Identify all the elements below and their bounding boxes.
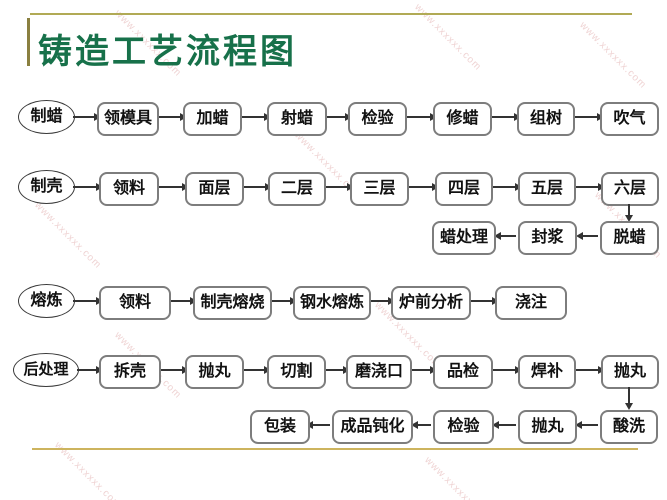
step-box: 三层	[350, 172, 409, 206]
step-box: 焊补	[518, 355, 576, 389]
arrow-right-icon	[407, 113, 437, 120]
step-box: 修蜡	[433, 102, 492, 136]
step-box: 浇注	[495, 286, 567, 320]
stage-ellipse-shell: 制壳	[18, 170, 75, 204]
arrow-right-icon	[412, 366, 437, 373]
step-box: 四层	[435, 172, 493, 206]
arrow-right-icon	[77, 366, 103, 373]
page-title: 铸造工艺流程图	[38, 34, 297, 71]
step-box: 磨浇口	[346, 355, 412, 389]
arrow-right-icon	[73, 113, 101, 120]
arrow-down-icon	[625, 387, 632, 410]
arrow-right-icon	[576, 183, 605, 190]
arrow-right-icon	[575, 113, 604, 120]
step-box: 制壳熔烧	[193, 286, 272, 320]
step-box: 封浆	[518, 221, 577, 255]
step-box: 包装	[250, 410, 310, 444]
arrow-right-icon	[171, 297, 197, 304]
step-box: 射蜡	[267, 102, 327, 136]
arrow-right-icon	[159, 113, 187, 120]
arrow-left-icon	[576, 232, 598, 239]
step-box: 钢水熔炼	[293, 286, 371, 320]
arrow-left-icon	[306, 421, 330, 428]
arrow-right-icon	[73, 183, 103, 190]
step-box: 吹气	[600, 102, 659, 136]
arrow-left-icon	[411, 421, 431, 428]
arrow-right-icon	[409, 183, 439, 190]
arrow-right-icon	[73, 297, 103, 304]
step-box: 领料	[99, 172, 159, 206]
arrow-down-icon	[625, 204, 632, 222]
step-box: 品检	[433, 355, 493, 389]
arrow-right-icon	[493, 183, 522, 190]
step-box: 切割	[267, 355, 326, 389]
step-box: 五层	[518, 172, 576, 206]
arrow-right-icon	[371, 297, 395, 304]
step-box: 成品钝化	[332, 410, 413, 444]
step-box: 面层	[185, 172, 244, 206]
arrow-right-icon	[159, 183, 189, 190]
step-box: 抛丸	[601, 355, 659, 389]
step-box: 酸洗	[600, 410, 658, 444]
bottom-rule	[32, 448, 638, 450]
step-box: 二层	[268, 172, 326, 206]
step-box: 领模具	[97, 102, 159, 136]
arrow-left-icon	[575, 421, 598, 428]
arrow-right-icon	[576, 366, 605, 373]
step-box: 炉前分析	[391, 286, 471, 320]
arrow-right-icon	[244, 366, 271, 373]
watermark-text: www.xxxxxx.com	[32, 200, 104, 272]
step-box: 蜡处理	[432, 221, 496, 255]
step-box: 组树	[517, 102, 575, 136]
stage-ellipse-melt: 熔炼	[18, 284, 75, 318]
arrow-right-icon	[244, 183, 272, 190]
arrow-right-icon	[161, 366, 189, 373]
stage-ellipse-post: 后处理	[13, 353, 79, 387]
arrow-left-icon	[492, 421, 516, 428]
step-box: 加蜡	[183, 102, 242, 136]
step-box: 六层	[601, 172, 659, 206]
arrow-right-icon	[326, 366, 350, 373]
arrow-right-icon	[471, 297, 499, 304]
arrow-right-icon	[493, 366, 522, 373]
arrow-right-icon	[242, 113, 271, 120]
watermark-text: www.xxxxxx.com	[422, 455, 494, 500]
title-accent-bar	[27, 18, 30, 66]
step-box: 检验	[433, 410, 494, 444]
stage-ellipse-wax: 制蜡	[18, 100, 75, 134]
arrow-right-icon	[272, 297, 297, 304]
watermark-text: www.xxxxxx.com	[577, 20, 649, 92]
arrow-right-icon	[327, 113, 352, 120]
step-box: 拆壳	[99, 355, 161, 389]
step-box: 脱蜡	[600, 221, 659, 255]
arrow-right-icon	[326, 183, 354, 190]
arrow-right-icon	[492, 113, 521, 120]
step-box: 抛丸	[185, 355, 244, 389]
arrow-left-icon	[494, 232, 516, 239]
step-box: 抛丸	[518, 410, 577, 444]
top-rule	[30, 13, 632, 15]
step-box: 领料	[99, 286, 171, 320]
step-box: 检验	[348, 102, 407, 136]
